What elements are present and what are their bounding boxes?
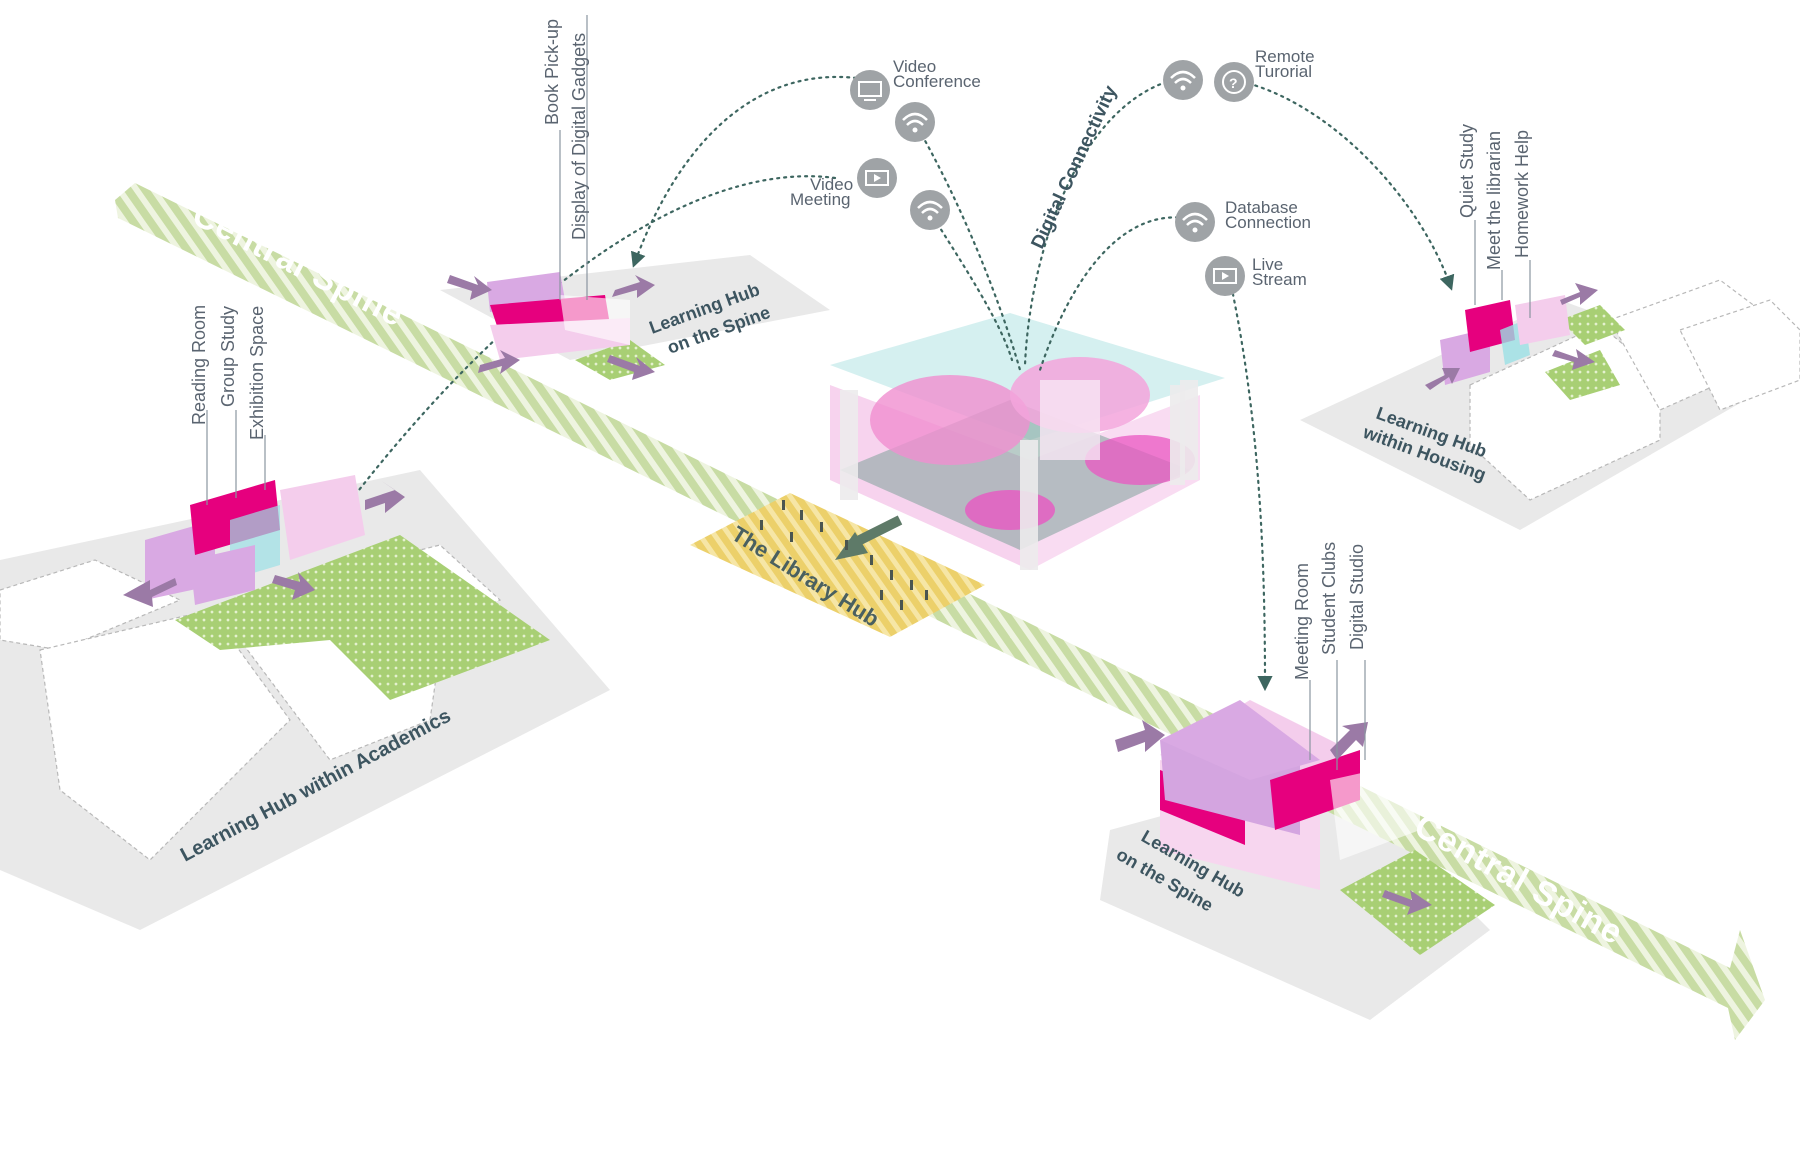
database-connection-label-1: Database [1225,198,1298,217]
video-meeting-icon[interactable] [857,158,897,198]
digital-connectivity-label: Digital Connectivity [1027,82,1121,252]
database-connection-label-2: Connection [1225,213,1311,232]
live-stream-label-2: Stream [1252,270,1307,289]
central-library-building [830,313,1225,570]
spine-lower-function-digital-studio: Digital Studio [1347,544,1367,650]
housing-function-quiet-study: Quiet Study [1457,124,1477,218]
remote-tutorial-label-1: Remote [1255,47,1315,66]
spine-lower-function-meeting-room: Meeting Room [1292,563,1312,680]
plaza-people [760,500,928,610]
academics-green-lawn [175,535,550,700]
database-connection-icon[interactable] [1175,202,1215,242]
academics-function-group-study: Group Study [218,306,238,407]
housing-green-lawn-1 [1560,305,1625,345]
video-conference-label-2: Conference [893,72,981,91]
remote-tutorial-label-2: Turorial [1255,62,1312,81]
academics-hub-building [145,475,365,605]
wifi-icon[interactable] [895,102,935,142]
academics-arrows [123,480,405,607]
video-meeting-label-1: Video [810,175,853,194]
video-conference-icon[interactable] [850,70,890,110]
video-conference-label-1: Video [893,57,936,76]
live-stream-label-1: Live [1252,255,1283,274]
spine-lower-hub-building [1160,700,1420,890]
wifi-icon[interactable] [1163,60,1203,100]
spine-lower-arrows [1115,720,1432,915]
academics-function-reading-room: Reading Room [189,305,209,425]
connectivity-paths [341,75,1455,692]
spine-upper-hub-building [487,272,630,360]
spine-upper-function-book-pickup: Book Pick-up [542,19,562,125]
housing-function-homework-help: Homework Help [1512,130,1532,258]
academics-function-exhibition-space: Exhibition Space [247,306,267,440]
plaza-arrow [835,515,903,560]
housing-arrows [1425,283,1598,390]
question-icon[interactable]: ? [1214,62,1254,102]
svg-text:?: ? [1229,75,1238,91]
housing-context-buildings [1469,279,1800,501]
library-hub-plaza [690,493,985,637]
spine-upper-arrows [447,275,655,380]
video-meeting-label-2: Meeting [790,190,850,209]
housing-function-meet-librarian: Meet the librarian [1484,131,1504,270]
live-stream-icon[interactable] [1205,256,1245,296]
housing-hub-building [1440,295,1570,385]
spine-upper-function-digital-gadgets: Display of Digital Gadgets [569,33,589,240]
central-spine-band [115,183,1765,1040]
spine-lower-function-student-clubs: Student Clubs [1319,542,1339,655]
housing-green-lawn-2 [1545,350,1620,400]
wifi-icon[interactable] [910,190,950,230]
